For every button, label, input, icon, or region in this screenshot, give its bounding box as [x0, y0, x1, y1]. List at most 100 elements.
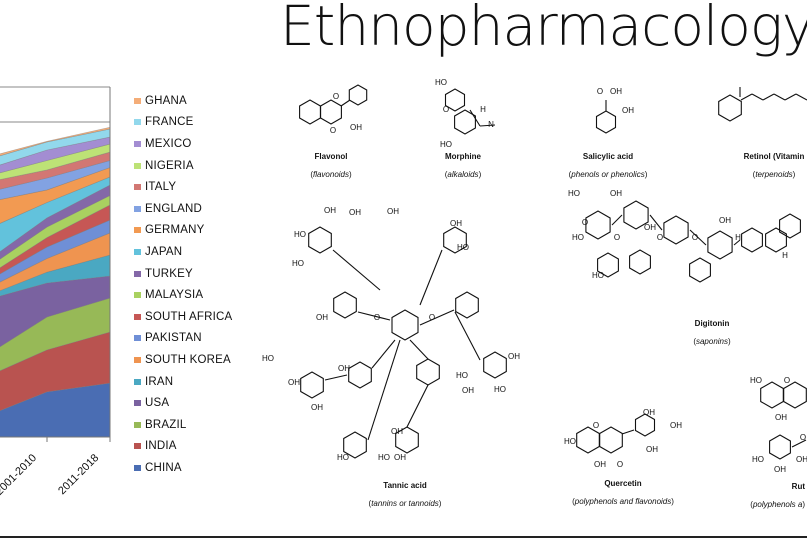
legend-item: SOUTH AFRICA	[134, 306, 232, 328]
galloyl-ring	[333, 291, 357, 319]
legend-label: INDIA	[145, 440, 177, 453]
atom-label: O	[429, 313, 435, 322]
atom-label: HO	[752, 455, 764, 464]
molecule-class: alkaloids	[447, 170, 479, 179]
legend-item: INDIA	[134, 436, 232, 458]
atom-label: OH	[796, 455, 807, 464]
molecule-caption-retinol: Retinol (Vitamin(terpenoids)	[743, 152, 805, 179]
atom-label: O	[597, 87, 603, 96]
molecule-name: Tannic acid	[383, 481, 427, 490]
bond	[371, 339, 396, 369]
galloyl-ring	[300, 371, 324, 399]
molecule-name: Rut	[791, 482, 805, 491]
divider	[0, 536, 807, 538]
atom-label: O	[582, 218, 588, 227]
galloyl-ring	[455, 291, 479, 319]
ring	[599, 426, 623, 454]
legend-swatch	[134, 205, 141, 212]
bond	[367, 339, 401, 441]
ring	[299, 99, 321, 125]
legend-swatch	[134, 184, 141, 191]
molecule-caption-morphine: Morphine(alkaloids)	[444, 152, 482, 179]
atom-label: OH	[349, 208, 361, 217]
galloyl-ring	[343, 431, 367, 459]
atom-label: O	[333, 92, 339, 101]
legend-item: GERMANY	[134, 220, 232, 242]
legend-label: ITALY	[145, 181, 177, 194]
bond	[324, 374, 348, 381]
atom-label: OH	[508, 352, 520, 361]
legend-swatch	[134, 97, 141, 104]
legend-swatch	[134, 162, 141, 169]
bond	[454, 311, 481, 361]
bond	[751, 93, 764, 101]
bond	[649, 214, 663, 231]
atom-label: HO	[440, 140, 452, 149]
legend-swatch	[134, 313, 141, 320]
legend-item: TURKEY	[134, 263, 232, 285]
atom-label: N	[488, 120, 494, 129]
molecule-class: phenols or phenolics	[571, 170, 645, 179]
galloyl-ring	[348, 361, 372, 389]
legend-item: IRAN	[134, 371, 232, 393]
ring	[783, 381, 807, 409]
atom-label: O	[784, 376, 790, 385]
atom-label: HO	[456, 371, 468, 380]
sugar-ring	[689, 257, 711, 283]
atom-label: OH	[450, 219, 462, 228]
stacked-area-chart	[0, 86, 111, 442]
molecule-class: tannins or tannoids	[371, 499, 439, 508]
legend-label: GHANA	[145, 94, 187, 107]
atom-label: OH	[622, 106, 634, 115]
legend-item: ENGLAND	[134, 198, 232, 220]
legend-label: GERMANY	[145, 224, 205, 237]
sugar-ring	[585, 210, 611, 240]
molecule-caption-salicylic-acid: Salicylic acid(phenols or phenolics)	[568, 152, 648, 179]
ring	[576, 426, 600, 454]
atom-label: OH	[594, 460, 606, 469]
ring	[320, 99, 342, 125]
molecule-name: Quercetin	[604, 479, 642, 488]
atom-label: OH	[391, 427, 403, 436]
atom-label: HO	[750, 376, 762, 385]
molecule-class: flavonoids	[312, 170, 350, 179]
ring	[718, 94, 742, 122]
legend-swatch	[134, 378, 141, 385]
bond	[795, 93, 807, 101]
sugar-ring	[663, 215, 689, 245]
sugar-ring	[769, 434, 791, 460]
legend-swatch	[134, 400, 141, 407]
sugar-ring	[597, 252, 619, 278]
legend-swatch	[134, 464, 141, 471]
bond	[784, 93, 797, 101]
atom-label: HO	[494, 385, 506, 394]
steroid-ring	[741, 227, 763, 253]
ring	[454, 109, 476, 135]
glucose-ring	[391, 309, 419, 341]
galloyl-ring	[308, 226, 332, 254]
bond	[406, 384, 429, 428]
molecule-caption-rutin: Rut(polyphenols a)	[750, 482, 805, 509]
bond	[773, 93, 786, 101]
molecule-name: Flavonol	[314, 152, 348, 161]
legend-label: JAPAN	[145, 245, 183, 258]
bond	[409, 339, 429, 360]
galloyl-ring	[483, 351, 507, 379]
atom-label: O	[330, 126, 336, 135]
galloyl-ring	[395, 426, 419, 454]
legend-item: BRAZIL	[134, 414, 232, 436]
molecule-name: Digitonin	[694, 319, 730, 328]
bond	[762, 93, 775, 101]
molecule-class: polyphenols a	[752, 500, 803, 509]
legend-swatch	[134, 270, 141, 277]
legend-label: CHINA	[145, 461, 182, 474]
legend-label: SOUTH KOREA	[145, 353, 231, 366]
legend-swatch	[134, 227, 141, 234]
atom-label: OH	[387, 207, 399, 216]
atom-label: OH	[610, 87, 622, 96]
atom-label: O	[617, 460, 623, 469]
legend-item: NIGERIA	[134, 155, 232, 177]
atom-label: OH	[775, 413, 787, 422]
bond	[479, 124, 496, 127]
